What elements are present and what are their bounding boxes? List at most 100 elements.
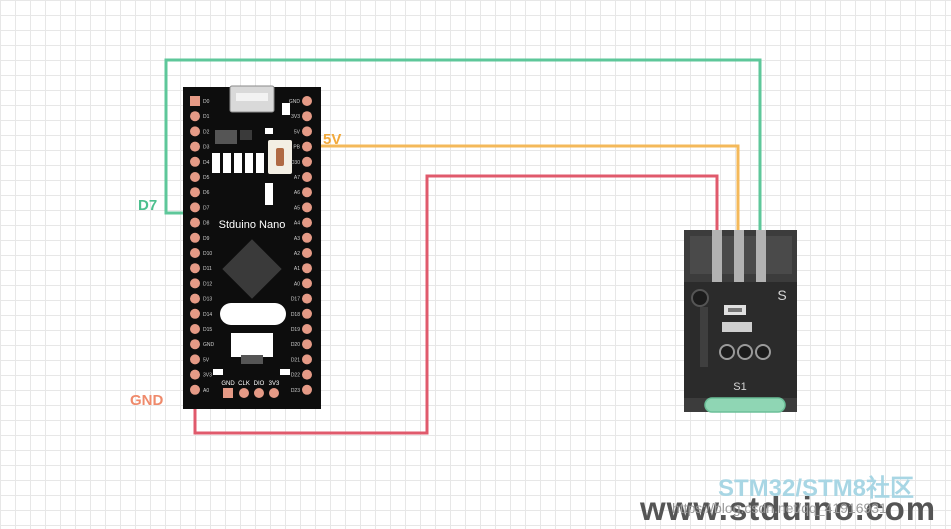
bottom-pin-clk: CLK [238,381,250,387]
right-pin-pad [302,111,312,122]
left-pin-pad [190,172,200,182]
wire-gnd [193,174,719,435]
right-pin-pad [302,263,312,274]
label-5v: 5V [323,131,342,148]
left-pin-pad [190,156,200,167]
right-pin-pad [302,369,312,380]
left-pin-label: D11 [203,266,212,272]
right-pin-label: A0 [294,281,300,287]
left-pin-label: 3V3 [203,373,212,379]
reed-switch-module: S S1 [684,230,797,413]
right-pin-label: A5 [294,205,300,211]
watermark-csdn: https://blog.csdn.net/qq_41916931 [672,500,887,516]
right-pin-pad [302,354,312,365]
label-gnd: GND [130,392,164,409]
right-pin-pad [302,324,312,334]
regulator [231,333,273,357]
right-pin-label: D19 [291,327,300,333]
right-pin-pad [302,308,312,319]
right-pin-pad [302,202,312,213]
left-pin-pad [190,141,200,152]
left-pin-label: D8 [203,221,210,227]
crystal [220,303,286,325]
left-pin-pad [190,339,200,350]
left-pin-pad [190,232,200,243]
left-pin-pad [190,187,200,198]
bottom-pin-dio: DIO [254,381,265,387]
left-pin-pad [190,354,200,365]
right-pin-pad [302,217,312,228]
right-pin-pad [302,339,312,350]
right-pin-label: D23 [291,388,300,394]
left-pin-label: 5V [203,357,210,363]
right-pin-pad [302,293,312,304]
left-pin-pad [190,96,200,106]
right-pin-pad [302,248,312,258]
left-pin-label: D10 [203,251,212,257]
right-pin-label: D21 [291,357,300,363]
left-pin-pad [190,202,200,213]
right-pin-label: A6 [294,190,300,196]
watermark-site: www.stduino.com [640,490,937,527]
stduino-nano-board: Stduino Nano GND CLK DIO 3V3 D0D1D2D3D4D… [183,85,321,409]
left-pin-label: A0 [203,388,209,394]
right-pin-label: 5V [294,129,301,135]
right-pin-pad [302,232,312,243]
right-pin-label: A4 [294,221,300,227]
board-name: Stduino Nano [219,219,286,231]
right-pin-label: A3 [294,236,300,242]
left-pin-pad [190,248,200,258]
right-pin-label: GND [289,99,301,105]
left-pin-label: D4 [203,160,210,166]
right-pin-pad [302,172,312,182]
bottom-pin-gnd: GND [221,381,235,387]
right-pin-label: D18 [291,312,300,318]
right-pin-label: PB [293,145,300,151]
bottom-pin-3v3: 3V3 [269,381,280,387]
right-pin-pad [302,384,312,395]
left-pin-label: D2 [203,129,210,135]
left-pin-pad [190,384,200,395]
left-pin-pad [190,278,200,289]
watermark-community: STM32/STM8社区 [718,475,915,502]
right-pin-label: D22 [291,373,300,379]
sensor-mark: S1 [733,381,746,393]
label-d7: D7 [138,197,158,214]
right-pin-pad [302,126,312,137]
right-pin-pad [302,96,312,106]
right-pin-label: 3V3 [291,114,300,120]
left-pin-label: D9 [203,236,210,242]
led-header [212,153,264,173]
wire-d7 [164,58,762,232]
left-pin-pad [190,369,200,380]
left-pin-label: D5 [203,175,210,181]
left-pin-pad [190,324,200,334]
left-pin-label: D13 [203,297,212,303]
right-pin-pad [302,141,312,152]
right-pin-pad [302,187,312,198]
left-pin-label: D14 [203,312,212,318]
right-pin-label: D20 [291,342,300,348]
left-pin-label: D6 [203,190,210,196]
left-pin-column: D0D1D2D3D4D5D6D7D8D9D10D11D12D13D14D15GN… [190,96,215,395]
left-pin-label: D12 [203,281,212,287]
right-pin-column: GND3V35VPBD30A7A6A5A4A3A2A1A0D17D18D19D2… [289,96,312,395]
left-pin-label: D0 [203,99,210,105]
left-pin-label: D15 [203,327,212,333]
right-pin-label: A2 [294,251,300,257]
left-pin-label: D1 [203,114,210,120]
right-pin-label: D30 [291,160,300,166]
reed-switch-glass [704,397,786,413]
right-pin-label: A7 [294,175,300,181]
right-pin-label: A1 [294,266,300,272]
right-pin-pad [302,278,312,289]
bottom-pads [223,388,279,398]
right-pin-pad [302,156,312,167]
wire-5v [300,144,740,232]
left-pin-pad [190,126,200,137]
left-pin-pad [190,293,200,304]
left-pin-pad [190,111,200,122]
left-pin-label: D7 [203,205,210,211]
signal-mark: S [777,287,786,303]
